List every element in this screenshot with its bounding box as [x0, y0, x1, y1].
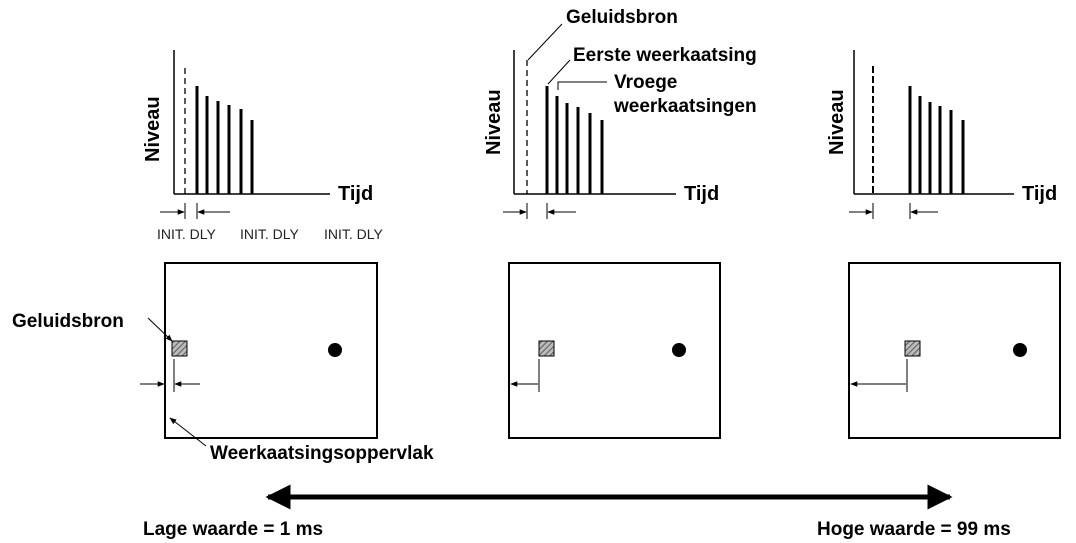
sound-source-3 [904, 340, 921, 357]
first-reflection-leader [547, 59, 571, 85]
level-graph-3: Niveau Tijd [826, 50, 1057, 219]
callout-source-top: Geluidsbron [566, 7, 678, 28]
room-3 [848, 262, 1061, 439]
reflection-bars-1 [195, 86, 254, 194]
scale-low-label: Lage waarde = 1 ms [143, 519, 323, 540]
reflection-bars-3 [908, 86, 965, 194]
callout-early-line1: Vroege [614, 72, 677, 93]
listener-1 [328, 343, 342, 357]
level-graph-2: Niveau Tijd [483, 23, 719, 219]
init-delay-label-1: INIT. DLY [157, 226, 217, 242]
sound-source-2 [538, 340, 555, 357]
x-axis-label-3: Tijd [1022, 183, 1057, 205]
scale-high-label: Hoge waarde = 99 ms [817, 519, 1011, 540]
callout-first-reflection: Eerste weerkaatsing [573, 45, 757, 66]
reflection-bars-2 [545, 86, 604, 194]
listener-2 [672, 343, 686, 357]
init-delay-marker-1 [160, 203, 230, 219]
x-axis-label-2: Tijd [684, 183, 719, 205]
level-graph-1: Niveau Tijd [142, 50, 373, 219]
room-1 [140, 262, 378, 447]
listener-3 [1013, 343, 1027, 357]
init-delay-marker-3 [849, 203, 938, 219]
init-delay-label-2: INIT. DLY [240, 226, 300, 242]
x-axis-label-1: Tijd [338, 183, 373, 205]
init-delay-label-3: INIT. DLY [324, 226, 384, 242]
callout-reflection-surface: Weerkaatsingsoppervlak [210, 443, 434, 464]
early-reflections-leader [557, 81, 607, 90]
callout-source-room: Geluidsbron [12, 311, 124, 332]
source-room-leader [147, 317, 173, 342]
surface-leader [169, 417, 207, 447]
sound-source-1 [171, 340, 188, 357]
y-axis-label-1: Niveau [142, 96, 164, 162]
source-callout-leader [527, 23, 563, 61]
room-2 [508, 262, 721, 439]
y-axis-label-2: Niveau [483, 89, 505, 155]
callout-early-line2: weerkaatsingen [613, 96, 757, 117]
y-axis-label-3: Niveau [826, 89, 848, 155]
init-delay-marker-2 [503, 203, 576, 219]
